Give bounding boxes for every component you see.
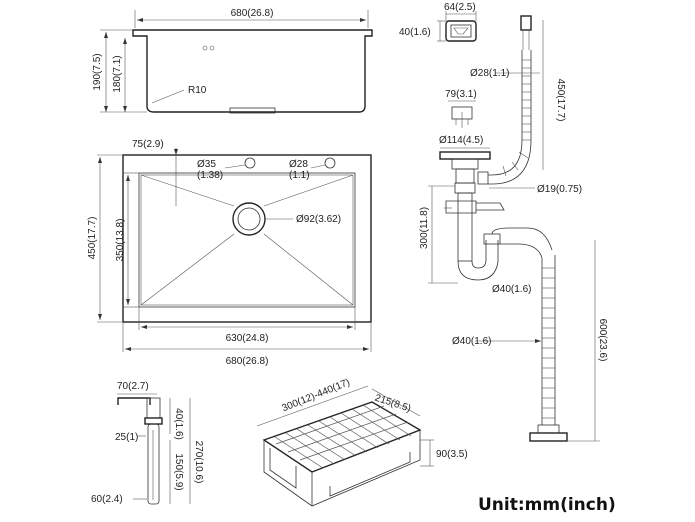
trap-diameter-label: Ø40(1.6): [492, 284, 531, 295]
overflow-cover: 64(2.5) 40(1.6): [399, 2, 477, 42]
side-inner-height-label: 180(7.1): [112, 55, 123, 92]
sink-top-view: Ø92(3.62) Ø35 (1.38) Ø28 (1.1) 75(2.9) 4…: [87, 139, 372, 367]
sink-side-view: 680(26.8) R10 190(7.5) 180(7.1): [92, 8, 373, 114]
basket-slats: [274, 404, 412, 469]
unit-label: Unit:mm(inch): [478, 495, 616, 515]
radius-label: R10: [188, 85, 207, 96]
outlet-hose-ribs: [542, 267, 555, 419]
spout-label: 70(2.7): [117, 381, 149, 392]
offset-label: 75(2.9): [132, 139, 164, 150]
flange-diameter-label: Ø114(4.5): [439, 135, 483, 146]
hole-a-label-2: (1.38): [197, 170, 223, 181]
adjustable-basket: 300(12)-440(17) 215(8.5) 90(3.5): [256, 377, 468, 507]
hose-ribs: [502, 59, 531, 177]
outlet-diameter-label: Ø40(1.6): [452, 336, 491, 347]
branch-diameter-label: Ø19(0.75): [537, 184, 582, 195]
base-label: 60(2.4): [91, 494, 123, 505]
hole-b-label-2: (1.1): [289, 170, 310, 181]
hole-b-label-1: Ø28: [289, 159, 308, 170]
top-outer-height-label: 450(17.7): [87, 217, 98, 260]
soap-dispenser: 70(2.7) 25(1) 60(2.4) 40(1.6) 150(5.9) 2…: [91, 381, 204, 505]
bottle-label: 150(5.9): [173, 453, 184, 490]
hole-a-label-1: Ø35: [197, 159, 216, 170]
hose-length-label: 450(17.7): [555, 79, 566, 122]
drain-diameter-label: Ø92(3.62): [296, 214, 341, 225]
basket-width-label: 215(8.5): [373, 393, 412, 415]
hose-diameter-label: Ø28(1.1): [470, 68, 509, 79]
trap-height-label: 300(11.8): [419, 207, 430, 249]
head-label: 40(1.6): [173, 408, 184, 440]
top-outer-width-label: 680(26.8): [226, 356, 269, 367]
overflow-width-label: 64(2.5): [444, 2, 476, 13]
collar-label: 25(1): [115, 432, 138, 443]
overflow-height-label: 40(1.6): [399, 27, 431, 38]
basket-height-label: 90(3.5): [436, 449, 468, 460]
side-width-label: 680(26.8): [231, 8, 274, 19]
top-inner-height-label: 350(13.8): [115, 219, 126, 262]
top-inner-width-label: 630(24.8): [226, 333, 269, 344]
outlet-length-label: 600(23.6): [597, 319, 608, 362]
side-outer-height-label: 190(7.5): [92, 53, 103, 90]
dispenser-total-label: 270(10.6): [193, 441, 204, 484]
basket-strainer-label: 79(3.1): [445, 89, 477, 100]
drain-assembly: Ø28(1.1) 450(17.7) 79(3.1) Ø114(4.5) Ø19…: [419, 15, 608, 442]
